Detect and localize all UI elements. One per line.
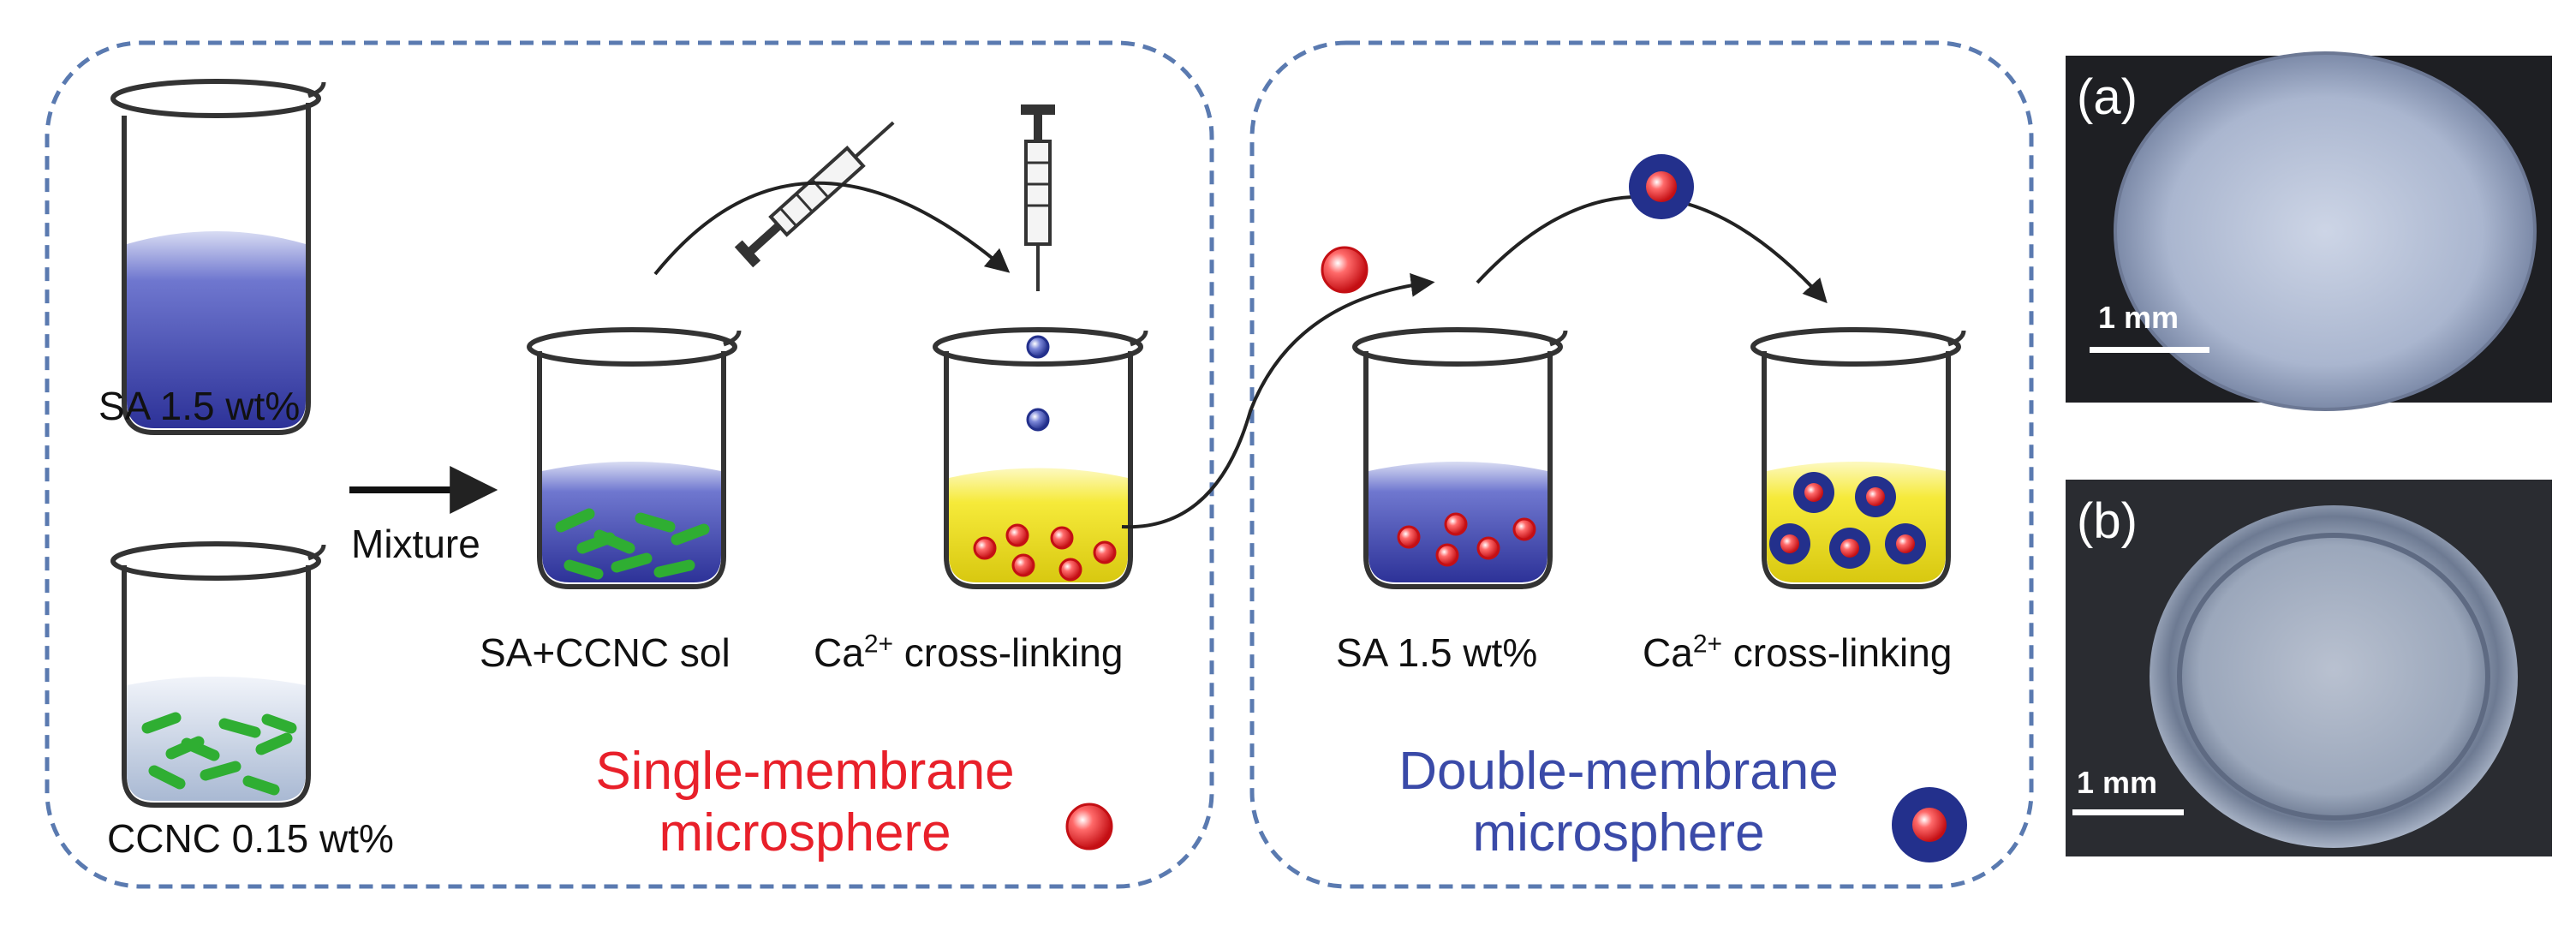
crosslink-left-sup: 2+: [863, 630, 894, 659]
crosslink-right-suffix: cross-linking: [1722, 630, 1953, 675]
photo-b-scale-label: 1 mm: [2077, 765, 2158, 800]
syringe-diagonal-icon: [734, 121, 895, 268]
double-bead-transfer: [1629, 154, 1694, 219]
label-sa-right: SA 1.5 wt%: [1336, 630, 1538, 675]
single-title-line2: microsphere: [659, 803, 951, 862]
single-membrane-bead-icon: [1065, 803, 1113, 850]
double-title-line2: microsphere: [1472, 803, 1765, 862]
curve-arrow-left: [653, 181, 1011, 276]
title-double-membrane: Double-membrane microsphere: [1319, 741, 1918, 864]
photo-a: [2066, 51, 2552, 411]
crosslink-right-sup: 2+: [1692, 630, 1723, 659]
photo-b-label: (b): [2077, 493, 2138, 549]
single-title-line1: Single-membrane: [595, 742, 1015, 801]
double-title-line1: Double-membrane: [1398, 742, 1839, 801]
photo-a-label: (a): [2077, 69, 2138, 125]
label-mixture: Mixture: [351, 522, 480, 566]
label-crosslink-right: Ca2+ cross-linking: [1643, 630, 1952, 676]
beaker-crosslink-left: [933, 327, 1148, 589]
single-bead-transfer: [1321, 246, 1368, 294]
beaker-ccnc: [110, 541, 326, 808]
label-crosslink-left: Ca2+ cross-linking: [814, 630, 1123, 676]
curve-arrow-cross: [1121, 272, 1435, 529]
photo-b-scale-bar: [2072, 809, 2184, 815]
photo-a-scale-bar: [2090, 347, 2209, 353]
single-membrane-panel: [45, 40, 1214, 889]
photo-a-scale-label: 1 mm: [2098, 300, 2179, 335]
beaker-sa-right: [1352, 327, 1568, 589]
label-mix: SA+CCNC sol: [480, 630, 730, 675]
photo-b: [2066, 480, 2552, 856]
label-sa-left: SA 1.5 wt%: [98, 384, 301, 428]
crosslink-left-prefix: Ca: [814, 630, 864, 675]
beaker-mix: [527, 327, 742, 589]
title-single-membrane: Single-membrane microsphere: [514, 741, 1096, 864]
beaker-sa-left: [110, 79, 326, 435]
double-membrane-panel: [1249, 40, 2034, 889]
crosslink-right-prefix: Ca: [1643, 630, 1693, 675]
crosslink-left-suffix: cross-linking: [893, 630, 1124, 675]
syringe-vertical-icon: [1021, 104, 1055, 291]
label-ccnc: CCNC 0.15 wt%: [107, 816, 394, 861]
double-membrane-bead-icon: [1892, 787, 1967, 862]
beaker-crosslink-right: [1750, 327, 1966, 589]
